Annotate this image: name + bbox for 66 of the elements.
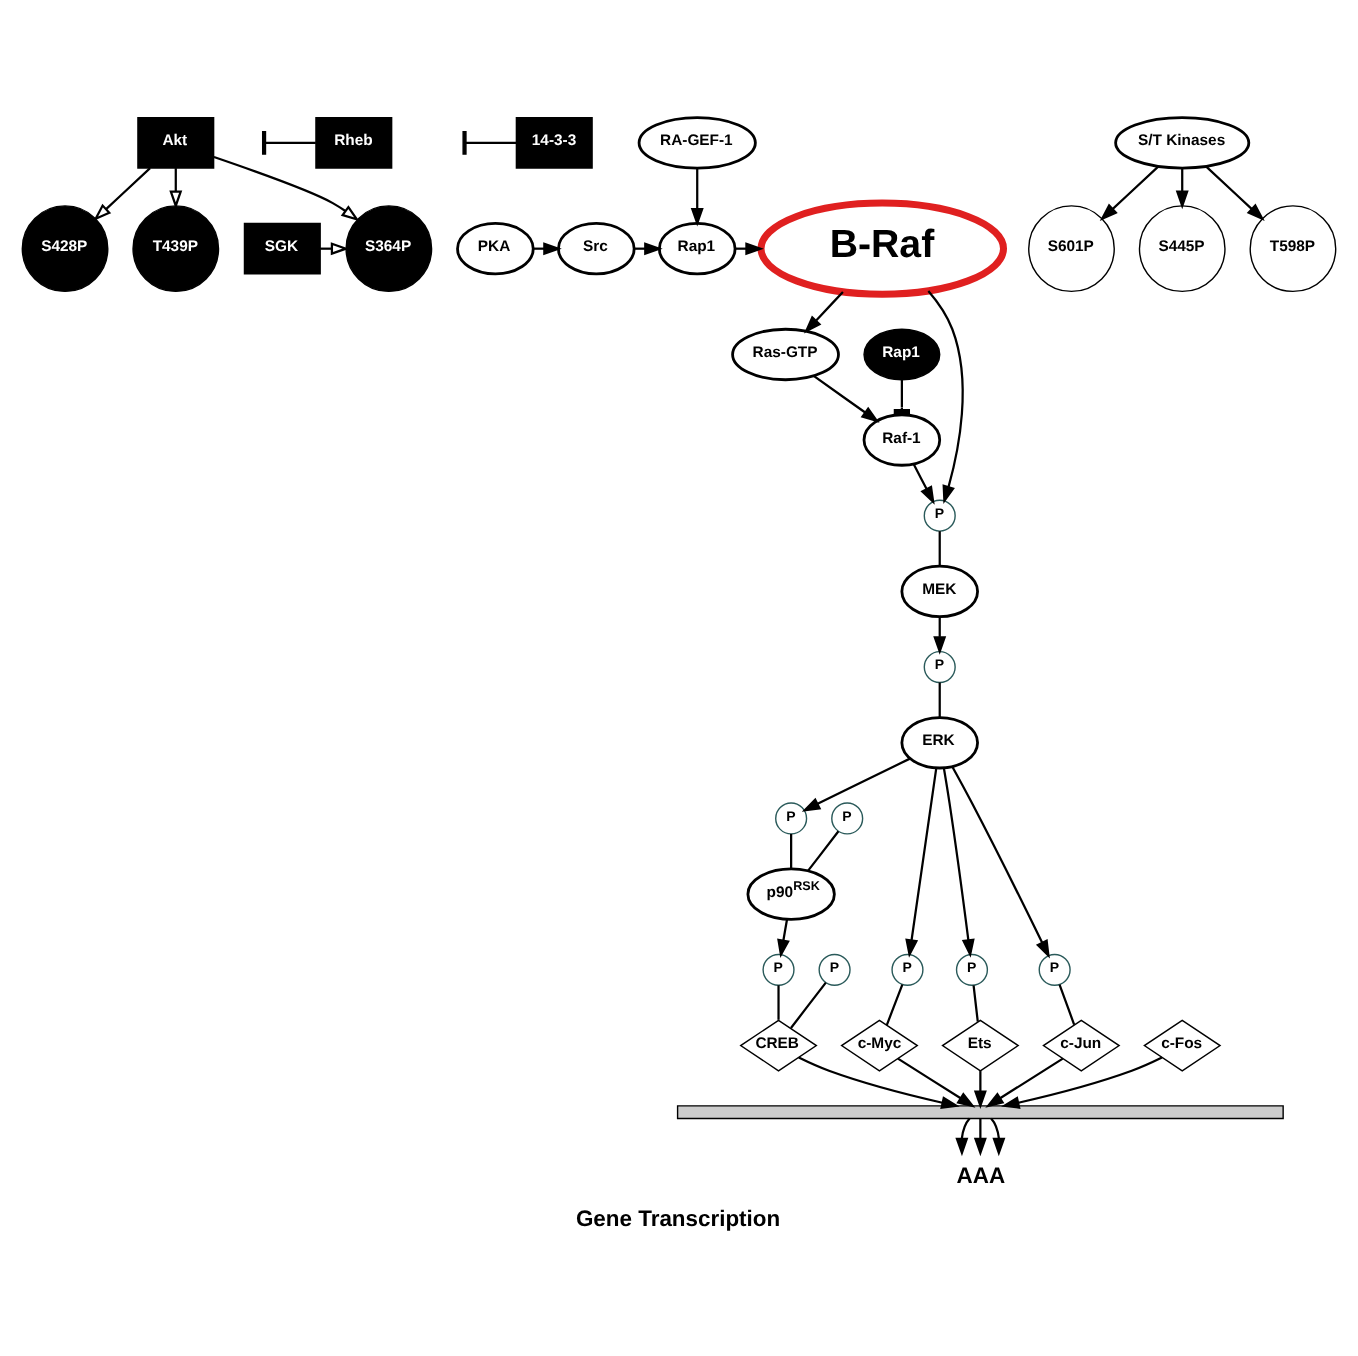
arrow — [1175, 167, 1189, 209]
arrow — [942, 767, 975, 957]
node-diamond: c-Myc — [840, 1018, 919, 1071]
arrow — [933, 615, 947, 654]
arrow — [905, 767, 938, 957]
node-circle: S428P — [21, 204, 109, 292]
node-text: AAA — [956, 1163, 1006, 1188]
arrow — [93, 166, 151, 221]
node-ellipse: Raf-1 — [862, 412, 942, 466]
arrow — [803, 290, 844, 333]
arrow — [912, 462, 935, 504]
node-circle: T439P — [132, 204, 220, 292]
arrow — [169, 167, 183, 209]
arrow — [1205, 164, 1265, 220]
connector — [938, 681, 941, 717]
node-ellipse: B-Raf — [757, 198, 1007, 297]
node-circle: S445P — [1138, 204, 1226, 292]
node-diamond: CREB — [739, 1018, 818, 1071]
node-diamond: c-Fos — [1143, 1018, 1222, 1071]
connector — [885, 983, 904, 1025]
arrow — [990, 1116, 1006, 1156]
arrow — [927, 289, 964, 503]
arrow — [213, 155, 360, 221]
arrow — [1001, 1055, 1163, 1108]
arrow — [973, 1070, 987, 1109]
node-box: 14-3-3 — [515, 115, 593, 168]
connector — [790, 832, 793, 868]
arrow — [777, 918, 790, 957]
connector — [265, 140, 316, 143]
node-ellipse: RA-GEF-1 — [637, 115, 757, 169]
node-ellipse: Src — [557, 221, 636, 275]
arrow — [985, 1056, 1064, 1107]
arrow — [801, 756, 911, 811]
arrow — [690, 167, 704, 226]
node-ellipse: p90$^{RSK}$ — [746, 866, 836, 920]
arrow — [951, 765, 1050, 958]
connector — [465, 140, 517, 143]
caption: Gene Transcription — [575, 1207, 781, 1232]
node-ellipse: Ras-GTP — [731, 326, 840, 381]
node-circle: S601P — [1028, 204, 1115, 292]
node-diamond: c-Jun — [1042, 1018, 1121, 1071]
arrow — [798, 1055, 960, 1108]
connector — [938, 530, 941, 565]
node-ellipse: Rap1 — [863, 327, 941, 380]
node-ellipse: S/T Kinases — [1114, 115, 1251, 169]
node-circle: S364P — [345, 204, 433, 292]
connector — [972, 984, 979, 1021]
node-box: Rheb — [315, 115, 393, 168]
node-box: SGK — [243, 221, 321, 274]
node-ellipse: ERK — [900, 715, 979, 769]
connector — [1058, 983, 1076, 1024]
connector — [807, 829, 840, 871]
arrow — [973, 1117, 987, 1156]
node-helix — [676, 1104, 1284, 1119]
arrow — [897, 1056, 976, 1107]
node-ellipse: MEK — [900, 563, 979, 617]
node-diamond: Ets — [941, 1018, 1020, 1071]
node-ellipse: Rap1 — [658, 221, 737, 275]
node-box: Akt — [137, 115, 215, 168]
node-ellipse: PKA — [456, 221, 535, 275]
connector — [790, 980, 827, 1028]
connector — [777, 984, 780, 1019]
arrow — [813, 374, 880, 422]
node-circle: T598P — [1249, 204, 1337, 292]
arrow — [955, 1116, 971, 1156]
arrow — [1099, 164, 1159, 220]
